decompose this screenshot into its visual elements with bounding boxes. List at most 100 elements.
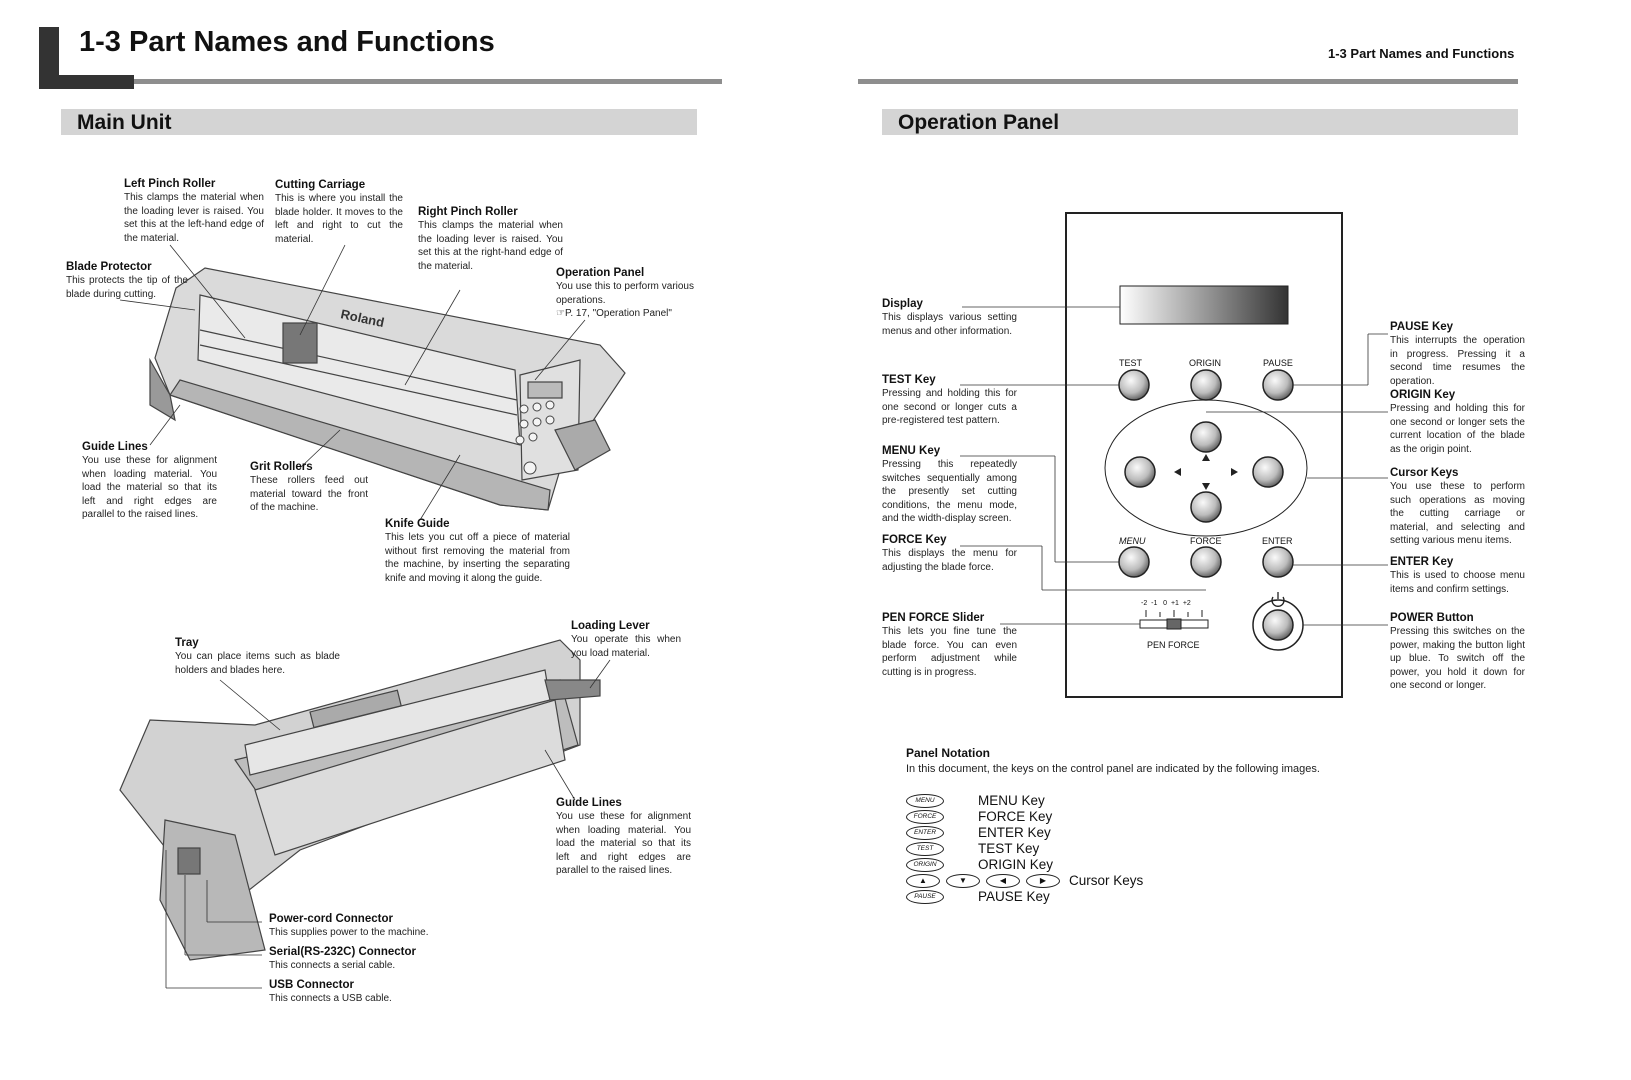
callout-title: Right Pinch Roller [418,206,518,218]
callout-title: USB Connector [269,979,354,991]
notation-label: Cursor Keys [1069,873,1144,888]
callout-grit-rollers: Grit Rollers These rollers feed out mate… [250,460,368,515]
section-band-operation-panel: Operation Panel [882,109,1518,135]
pause-key-button [1262,369,1294,401]
callout-title: Grit Rollers [250,461,313,473]
callout-desc: This connects a serial cable. [269,960,396,971]
callout-pause-key: PAUSE Key This interrupts the operation … [1390,320,1525,388]
callout-title: Cutting Carriage [275,179,366,191]
panel-label-test: TEST [1119,358,1143,368]
callout-desc: This interrupts the operation in progres… [1390,335,1525,387]
callout-desc: You use these for alignment when loading… [556,811,691,876]
header-rule [858,79,1518,84]
callout-desc: This clamps the material when the loadin… [418,220,563,272]
pen-force-slider [1139,610,1209,630]
cursor-down-button [1190,491,1222,523]
panel-label-pen-force: PEN FORCE [1147,640,1200,650]
callout-desc: These rollers feed out material toward t… [250,475,368,513]
callout-title: PEN FORCE Slider [882,612,985,624]
enter-key-icon: ENTER [906,826,944,840]
callout-cutting-carriage: Cutting Carriage This is where you insta… [275,178,403,246]
callout-title: Tray [175,637,199,649]
notation-intro: In this document, the keys on the contro… [906,763,1320,775]
callout-title: Cursor Keys [1390,467,1459,479]
callout-desc: You can place items such as blade holder… [175,651,340,676]
callout-title: Blade Protector [66,261,152,273]
test-key-icon: TEST [906,842,944,856]
page-reference-link[interactable]: ☞P. 17, "Operation Panel" [556,308,672,319]
origin-key-button [1190,369,1222,401]
callout-serial-connector: Serial(RS-232C) Connector This connects … [269,945,459,973]
callout-title: Guide Lines [556,797,622,809]
operation-panel-buttons-illustration [515,400,555,475]
panel-label-menu: MENU [1119,536,1146,546]
callout-title: ORIGIN Key [1390,389,1456,401]
running-header: 1-3 Part Names and Functions [1328,46,1515,61]
callout-desc: This is used to choose menu items and co… [1390,570,1525,595]
pause-key-icon: PAUSE [906,890,944,904]
callout-tray: Tray You can place items such as blade h… [175,636,340,677]
callout-desc: This protects the tip of the blade durin… [66,275,188,300]
notation-label: PAUSE Key [978,889,1050,904]
callout-title: Operation Panel [556,267,645,279]
leader-lines-left [119,244,611,989]
section-band-main-unit: Main Unit [61,109,697,135]
callout-display: Display This displays various setting me… [882,297,1017,338]
callout-blade-protector: Blade Protector This protects the tip of… [66,260,188,301]
callout-menu-key: MENU Key Pressing this repeatedly switch… [882,444,1017,526]
cursor-up-icon: ▲ [906,874,940,888]
callout-right-pinch-roller: Right Pinch Roller This clamps the mater… [418,205,563,273]
notation-label: TEST Key [978,841,1040,856]
callout-title: Serial(RS-232C) Connector [269,946,416,958]
chapter-rule [134,79,722,84]
callout-desc: Pressing this switches on the power, mak… [1390,626,1525,691]
origin-key-icon: ORIGIN [906,858,944,872]
callout-title: Left Pinch Roller [124,178,216,190]
menu-key-button [1118,546,1150,578]
callout-title: PAUSE Key [1390,321,1454,333]
pen-force-scale: -2 -1 0 +1 +2 [1141,600,1191,607]
callout-title: POWER Button [1390,612,1474,624]
notation-label: FORCE Key [978,809,1053,824]
cursor-down-icon: ▼ [946,874,980,888]
panel-label-force: FORCE [1190,536,1222,546]
callout-desc: You use these to perform such operations… [1390,481,1525,546]
callout-desc: You use this to perform various operatio… [556,281,694,306]
callout-usb-connector: USB Connector This connects a USB cable. [269,978,459,1006]
notation-title: Panel Notation [906,746,991,760]
callout-title: Power-cord Connector [269,913,393,925]
callout-title: Display [882,298,923,310]
callout-power-cord-connector: Power-cord Connector This supplies power… [269,912,459,940]
callout-desc: Pressing and holding this for one second… [1390,403,1525,455]
cursor-left-icon: ◀ [986,874,1020,888]
leader-lines-right [960,306,1388,626]
menu-key-icon: MENU [906,794,944,808]
cursor-right-button [1252,456,1284,488]
section-title: Main Unit [77,111,172,134]
cursor-right-icon: ▶ [1026,874,1060,888]
callout-desc: This lets you fine tune the blade force.… [882,626,1017,678]
chapter-title: 1-3 Part Names and Functions [79,26,495,58]
callout-title: ENTER Key [1390,556,1454,568]
machine-rear-illustration [119,639,601,961]
callout-force-key: FORCE Key This displays the menu for adj… [882,533,1017,574]
callout-title: TEST Key [882,374,936,386]
panel-label-origin: ORIGIN [1189,358,1222,368]
panel-label-pause: PAUSE [1263,358,1293,368]
callout-guide-lines-rear: Guide Lines You use these for alignment … [556,796,691,878]
callout-desc: This connects a USB cable. [269,993,392,1004]
callout-desc: Pressing and holding this for one second… [882,388,1017,426]
chapter-tab-foot [39,75,134,89]
power-button [1262,609,1294,641]
power-icon [1271,592,1285,607]
callout-loading-lever: Loading Lever You operate this when you … [571,619,681,660]
callout-title: Knife Guide [385,518,450,530]
notation-label: ORIGIN Key [978,857,1054,872]
callout-desc: You operate this when you load material. [571,634,681,659]
callout-knife-guide: Knife Guide This lets you cut off a piec… [385,517,570,585]
callout-desc: This supplies power to the machine. [269,927,429,938]
test-key-button [1118,369,1150,401]
callout-title: FORCE Key [882,534,947,546]
chapter-tab-marker [39,27,59,89]
